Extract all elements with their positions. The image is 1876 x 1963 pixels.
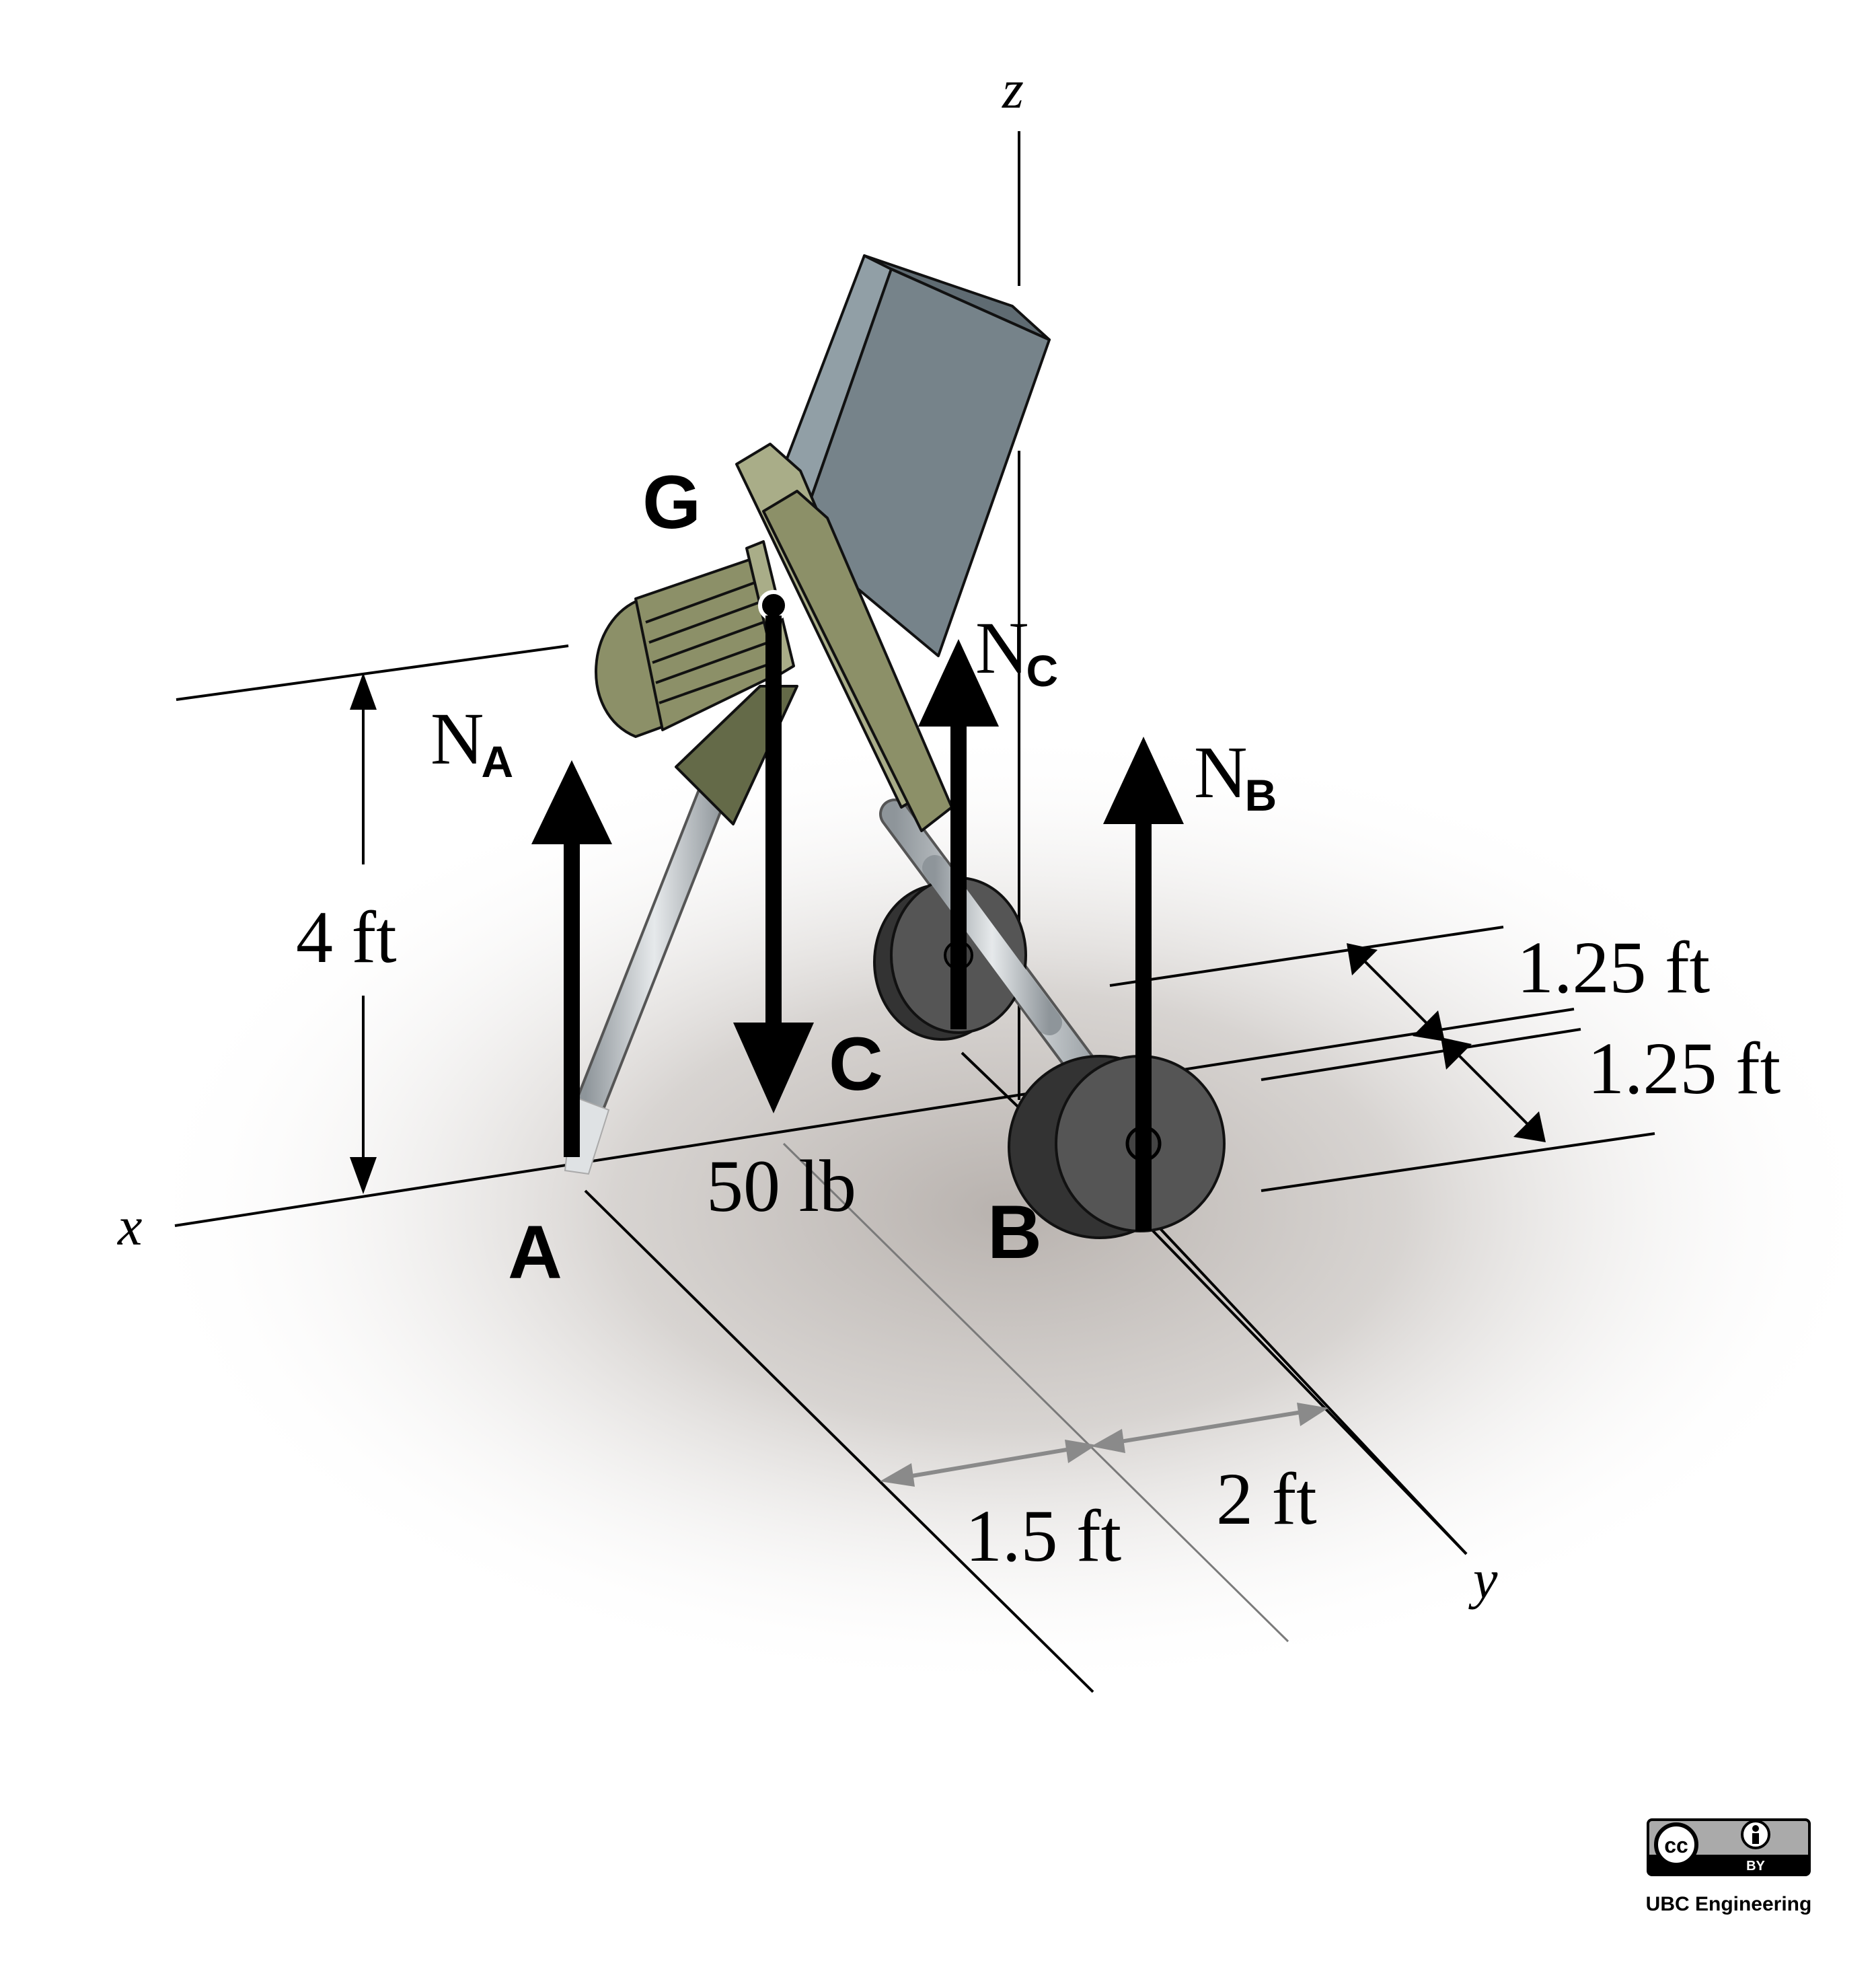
point-c-label: C: [829, 1022, 883, 1106]
span-dimension-a: [880, 1440, 1096, 1487]
credit-text: UBC Engineering: [1646, 1893, 1812, 1915]
offset-dimension-1-label: 1.25 ft: [1517, 926, 1710, 1008]
weight-arrow: [733, 616, 814, 1113]
cc-icon: [1654, 1822, 1698, 1867]
ground-line-c: [782, 1142, 1289, 1643]
point-b-label: B: [987, 1190, 1042, 1274]
weight-label: 50 lb: [706, 1145, 856, 1227]
force-nc-label: NC: [975, 607, 1058, 696]
motor-fins: [645, 581, 774, 704]
offset-dimension-1: [1347, 943, 1445, 1041]
force-na-arrow: [531, 760, 612, 1157]
height-dimension-label: 4 ft: [296, 896, 397, 978]
point-g-label: G: [642, 460, 701, 544]
lateral-reference-lines: [1109, 926, 1655, 1192]
ground-line-b: [1142, 1210, 1468, 1555]
point-g-marker: [758, 590, 789, 621]
x-axis-label: x: [117, 1195, 142, 1257]
motor-plate-front: [762, 490, 953, 832]
force-nb-arrow: [1103, 737, 1184, 1231]
by-text: BY: [1746, 1859, 1765, 1874]
force-nc-arrow: [918, 639, 999, 1029]
motor: [595, 540, 795, 738]
leg-a-shine: [572, 754, 736, 1129]
hopper-front-face: [796, 268, 1051, 657]
height-reference-line: [176, 644, 569, 701]
point-a-label: A: [508, 1210, 562, 1294]
z-axis-label: z: [1002, 59, 1024, 120]
force-nb-label: NB: [1194, 731, 1277, 820]
x-axis: [174, 1008, 1575, 1227]
force-na-label: NA: [430, 698, 513, 786]
y-axis-label: y: [1468, 1549, 1498, 1610]
offset-dimension-2: [1441, 1037, 1546, 1142]
cc-icon-text: cc: [1664, 1833, 1688, 1857]
span-dimension-a-label: 1.5 ft: [965, 1495, 1121, 1577]
span-dimension-b: [1091, 1403, 1328, 1453]
offset-dimension-2-label: 1.25 ft: [1587, 1027, 1780, 1109]
cc-by-license-badge: cc BY: [1647, 1818, 1811, 1876]
height-dimension: [350, 673, 377, 1194]
ground-line-a: [584, 1189, 1094, 1693]
span-dimension-b-label: 2 ft: [1216, 1458, 1317, 1540]
